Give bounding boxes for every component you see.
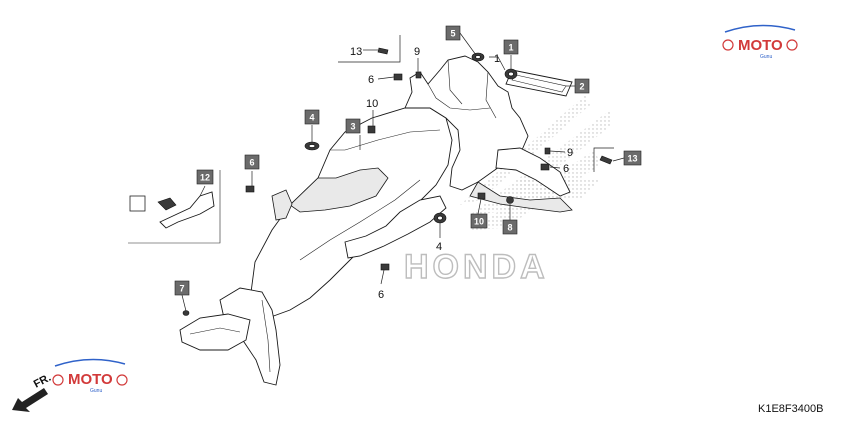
- svg-text:2: 2: [579, 82, 584, 92]
- callout-box-5[interactable]: 5: [445, 25, 461, 41]
- small-parts: [182, 47, 613, 316]
- moto-watermark-text: MOTO: [738, 37, 783, 54]
- label-4-bottom[interactable]: 4: [436, 241, 442, 253]
- nut-part-8: [506, 196, 514, 204]
- label-1[interactable]: 1: [494, 53, 500, 65]
- label-13-top[interactable]: 13: [350, 46, 362, 58]
- parts-kit-12: [128, 170, 221, 244]
- label-6-bottom[interactable]: 6: [378, 289, 384, 301]
- screw-part-13a: [377, 47, 389, 55]
- bolt-part-6b: [245, 185, 255, 193]
- honda-brand-watermark: HONDA: [404, 248, 549, 286]
- label-6-right[interactable]: 6: [563, 163, 569, 175]
- screw-part-7: [182, 310, 190, 316]
- moto-watermark-sub-2: Gunu: [90, 388, 102, 394]
- callout-box-3[interactable]: 3: [345, 118, 361, 134]
- moto-watermark-top: MOTO Gunu: [722, 24, 798, 60]
- svg-text:1: 1: [508, 43, 513, 53]
- callout-box-12[interactable]: 12: [196, 169, 214, 185]
- svg-text:10: 10: [474, 217, 484, 227]
- label-9-top[interactable]: 9: [414, 46, 420, 58]
- front-direction-label: FR.: [32, 372, 53, 391]
- svg-text:7: 7: [179, 284, 184, 294]
- leader-lines: [181, 32, 625, 312]
- label-6-top[interactable]: 6: [368, 74, 374, 86]
- clip-part-10b: [477, 192, 486, 200]
- bolt-part-6a: [393, 73, 403, 81]
- front-direction-arrow: FR.: [12, 372, 53, 412]
- callout-box-7[interactable]: 7: [174, 280, 190, 296]
- svg-text:8: 8: [507, 223, 512, 233]
- svg-text:13: 13: [627, 154, 637, 164]
- clip-part-10: [367, 125, 376, 134]
- svg-text:12: 12: [200, 173, 210, 183]
- callout-box-2[interactable]: 2: [574, 78, 590, 94]
- callout-box-1[interactable]: 1: [503, 39, 519, 55]
- moto-watermark-sub: Gunu: [760, 54, 772, 60]
- svg-text:3: 3: [350, 122, 355, 132]
- label-9-right[interactable]: 9: [567, 147, 573, 159]
- moto-watermark-bottom: MOTO Gunu: [52, 358, 128, 394]
- diagram-code: K1E8F3400B: [758, 403, 823, 415]
- svg-text:5: 5: [450, 29, 455, 39]
- svg-text:6: 6: [249, 158, 254, 168]
- callout-box-13[interactable]: 13: [623, 150, 642, 166]
- rear-fender-assembly: [179, 55, 573, 386]
- empty-reference-box: [129, 195, 146, 212]
- bolt-part-6c: [380, 263, 390, 271]
- callout-box-10[interactable]: 10: [470, 213, 488, 229]
- svg-text:4: 4: [309, 113, 314, 123]
- callout-box-6[interactable]: 6: [244, 154, 260, 170]
- nut-part-9b: [544, 147, 551, 155]
- nut-part-9a: [415, 71, 422, 79]
- callout-box-8[interactable]: 8: [502, 219, 518, 235]
- label-10[interactable]: 10: [366, 98, 378, 110]
- moto-watermark-text-2: MOTO: [68, 371, 113, 388]
- callout-box-4[interactable]: 4: [304, 109, 320, 125]
- bolt-part-6d: [540, 163, 550, 171]
- screw-part-13b: [599, 155, 613, 165]
